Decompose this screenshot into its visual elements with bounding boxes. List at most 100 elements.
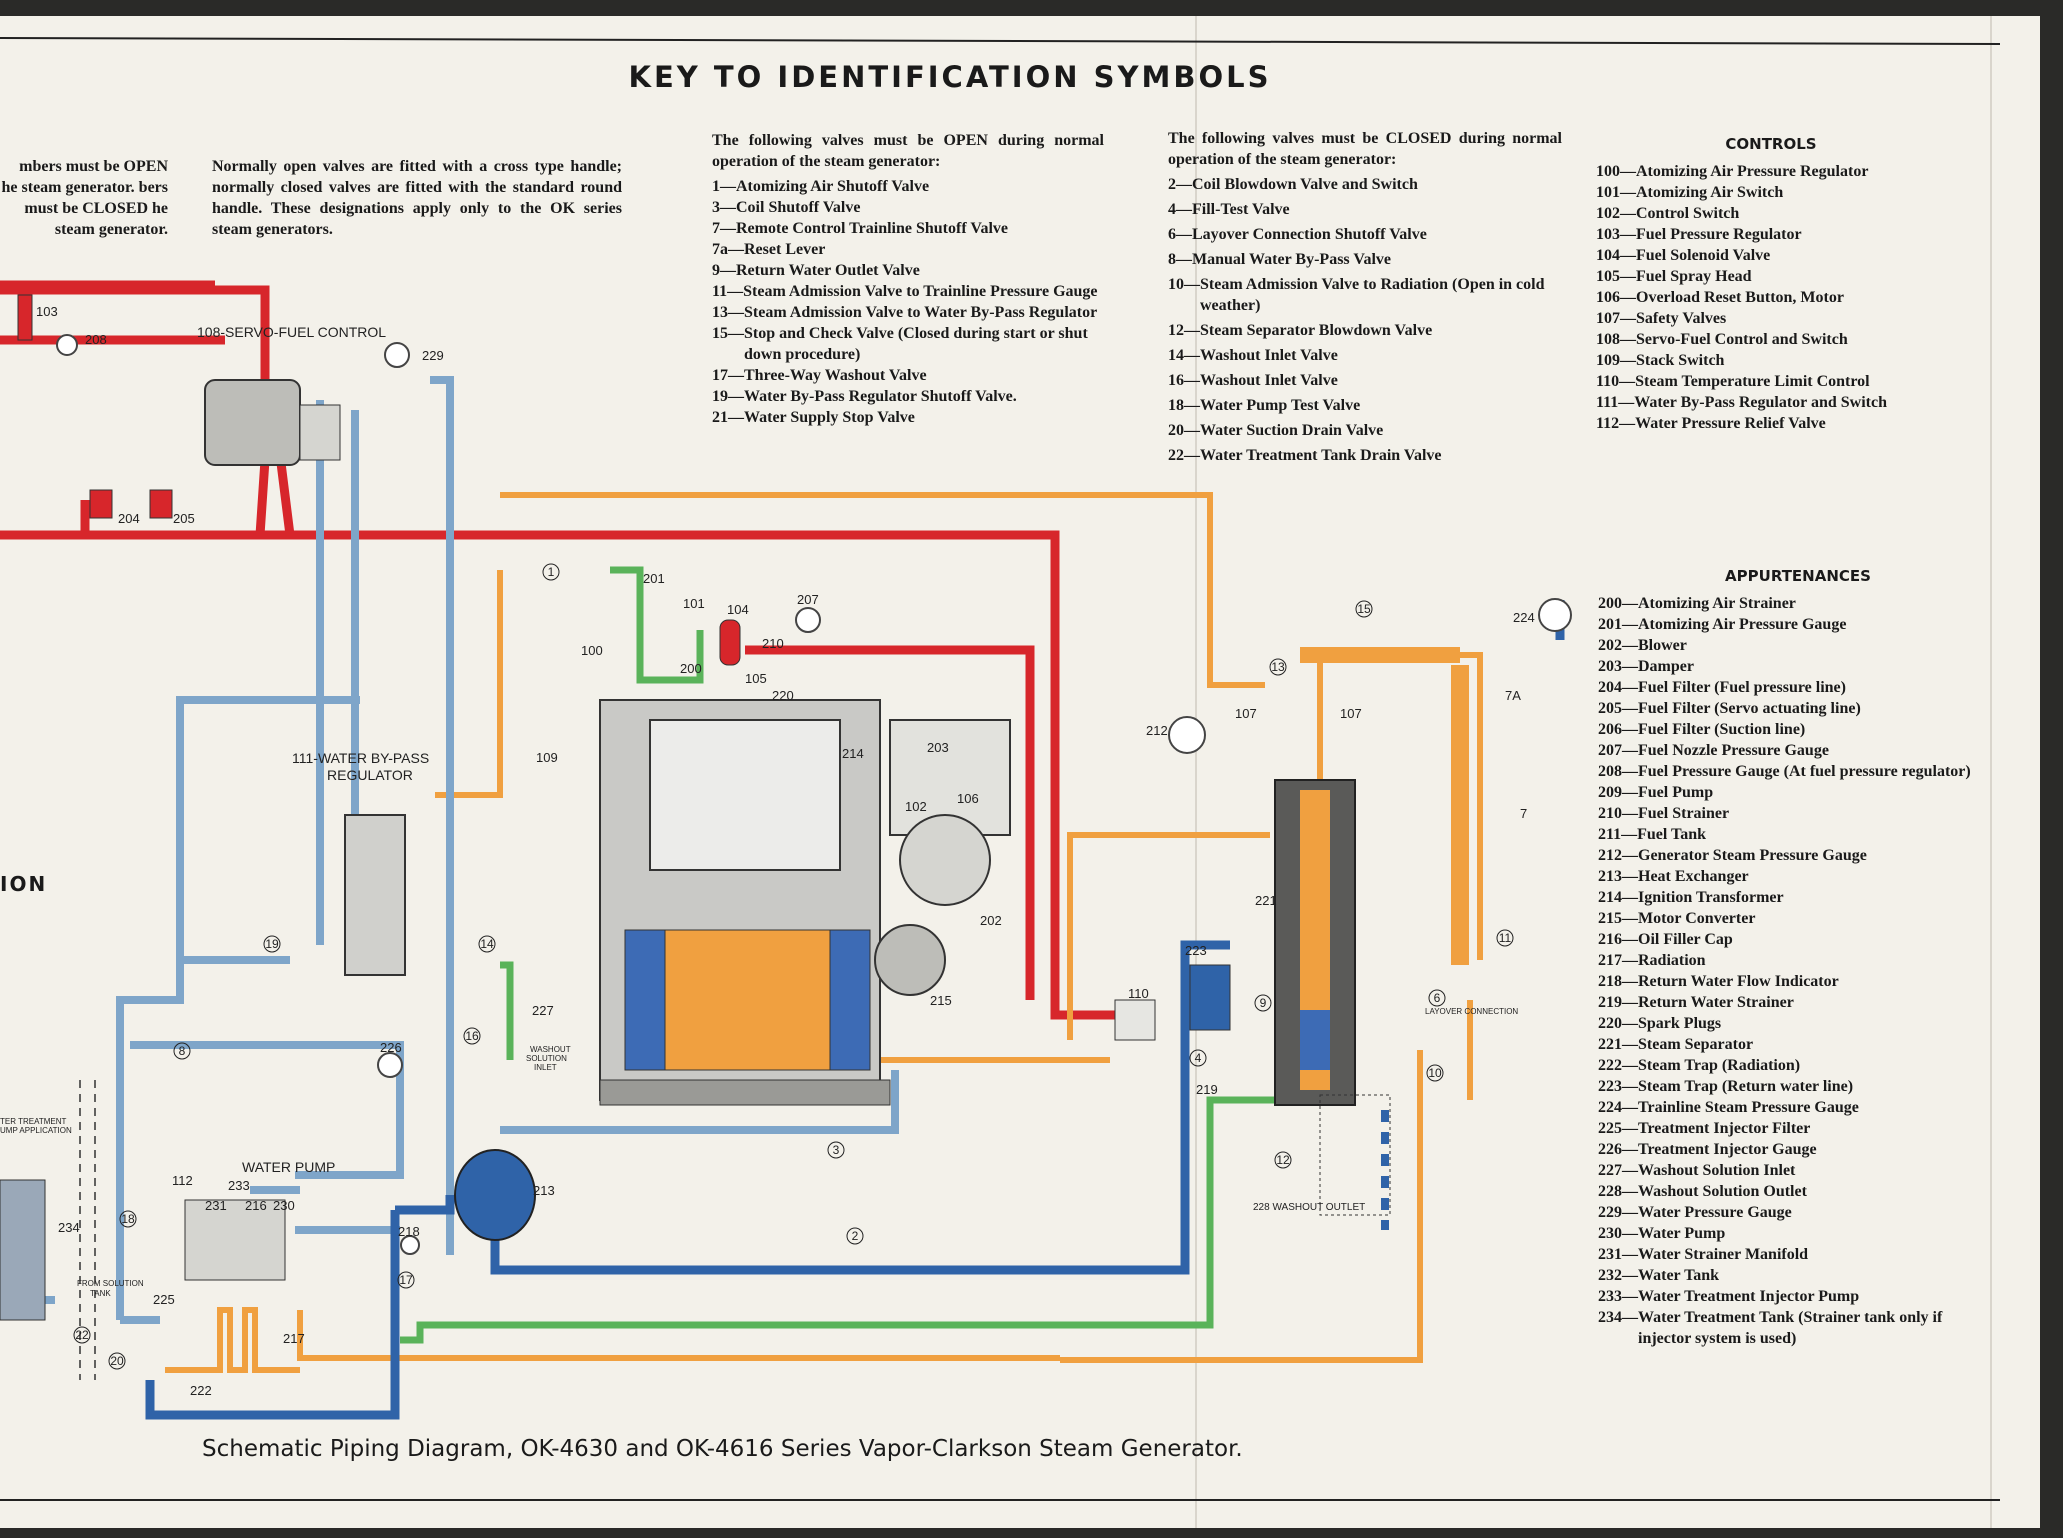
water-pump: [184, 1199, 286, 1281]
closed-valves-list: The following valves must be CLOSED duri…: [1168, 128, 1562, 466]
callout-221: 221: [1255, 893, 1277, 908]
callout-225: 225: [153, 1292, 175, 1307]
list-item: 210—Fuel Strainer: [1598, 805, 1730, 822]
controls-heading: CONTROLS: [1725, 135, 1817, 153]
svg-text:22: 22: [75, 1328, 89, 1342]
svg-text:13: 13: [1271, 660, 1285, 674]
list-item: 224—Trainline Steam Pressure Gauge: [1598, 1099, 1859, 1116]
callout-227: 227: [532, 1003, 554, 1018]
callout-210: 210: [762, 636, 784, 651]
treatment-2: UMP APPLICATION: [0, 1126, 72, 1135]
list-item: 108—Servo-Fuel Control and Switch: [1596, 331, 1848, 348]
diagram-caption: Schematic Piping Diagram, OK-4630 and OK…: [202, 1436, 1243, 1462]
callout-226: 226: [380, 1040, 402, 1055]
list-item: 204—Fuel Filter (Fuel pressure line): [1598, 679, 1846, 696]
list-item: 11—Steam Admission Valve to Trainline Pr…: [712, 283, 1098, 300]
valve-14: 14: [478, 935, 496, 953]
intro-note: Normally open valves are fitted with a c…: [212, 158, 622, 238]
list-item: 203—Damper: [1598, 658, 1694, 675]
list-item: 13—Steam Admission Valve to Water By-Pas…: [712, 304, 1098, 321]
valve-1: 1: [542, 563, 560, 581]
callout-217: 217: [283, 1331, 305, 1346]
list-item: 7a—Reset Lever: [712, 241, 826, 258]
list-item: 230—Water Pump: [1598, 1225, 1726, 1242]
callout-234: 234: [58, 1220, 80, 1235]
list-item: 110—Steam Temperature Limit Control: [1596, 373, 1870, 390]
callout-104: 104: [727, 602, 749, 617]
callout-110: 110: [1128, 986, 1149, 1001]
water-treatment-tank: [0, 1179, 46, 1321]
callout-231: 231: [205, 1198, 227, 1213]
callout-213: 213: [533, 1183, 555, 1198]
list-item: 217—Radiation: [1598, 952, 1706, 969]
list-item: 18—Water Pump Test Valve: [1168, 397, 1361, 414]
callout-224: 224: [1513, 610, 1535, 625]
valve-13: 13: [1269, 658, 1287, 676]
list-item: 17—Three-Way Washout Valve: [712, 367, 927, 384]
list-item: 102—Control Switch: [1596, 205, 1740, 222]
list-item: 16—Washout Inlet Valve: [1168, 372, 1338, 389]
valve-17: 17: [397, 1271, 415, 1289]
cut-section-label: ION: [0, 872, 48, 896]
washout-inlet-1: WASHOUT: [530, 1045, 571, 1054]
list-item: 220—Spark Plugs: [1598, 1015, 1722, 1032]
list-item: 202—Blower: [1598, 637, 1687, 654]
servo-fuel-control: [204, 379, 301, 466]
list-item: 223—Steam Trap (Return water line): [1598, 1078, 1854, 1095]
valve-6: 6: [1428, 989, 1446, 1007]
callout-numbers: 103 208 204 205 229 201 101 104 207 210 …: [36, 304, 1535, 1398]
callout-100: 100: [581, 643, 603, 658]
list-item: 106—Overload Reset Button, Motor: [1596, 289, 1844, 306]
valve-19: 19: [263, 935, 281, 953]
list-item: 15—Stop and Check Valve (Closed during s…: [712, 325, 1088, 363]
list-item: 112—Water Pressure Relief Valve: [1596, 415, 1826, 432]
svg-text:8: 8: [179, 1044, 186, 1058]
layover-label: LAYOVER CONNECTION: [1425, 1007, 1518, 1016]
list-item: 227—Washout Solution Inlet: [1598, 1162, 1796, 1179]
callout-103: 103: [36, 304, 58, 319]
list-item: 207—Fuel Nozzle Pressure Gauge: [1598, 742, 1829, 759]
svg-text:10: 10: [1428, 1066, 1442, 1080]
svg-text:12: 12: [1276, 1153, 1290, 1167]
list-item: 9—Return Water Outlet Valve: [712, 262, 920, 279]
callout-107: 107: [1235, 706, 1257, 721]
boiler-assembly: [599, 699, 1011, 1106]
svg-text:16: 16: [465, 1029, 479, 1043]
valve-2: 2: [846, 1227, 864, 1245]
svg-text:3: 3: [833, 1143, 840, 1157]
callout-202: 202: [980, 913, 1002, 928]
page-title: KEY TO IDENTIFICATION SYMBOLS: [628, 60, 1272, 94]
list-item: 221—Steam Separator: [1598, 1036, 1754, 1053]
list-item: 209—Fuel Pump: [1598, 784, 1714, 801]
list-item: 20—Water Suction Drain Valve: [1168, 422, 1384, 439]
callout-7: 7: [1520, 806, 1527, 821]
callout-222: 222: [190, 1383, 212, 1398]
list-item: 206—Fuel Filter (Suction line): [1598, 721, 1806, 738]
list-item: 105—Fuel Spray Head: [1596, 268, 1752, 285]
list-item: 213—Heat Exchanger: [1598, 868, 1749, 885]
intro-cut-text: mbers must be OPEN he steam generator. b…: [1, 158, 168, 238]
heat-exchanger: [454, 1149, 536, 1241]
svg-text:9: 9: [1260, 996, 1267, 1010]
svg-text:20: 20: [110, 1354, 124, 1368]
fuel-solenoid: [719, 619, 741, 666]
list-item: 12—Steam Separator Blowdown Valve: [1168, 322, 1433, 339]
list-item: 226—Treatment Injector Gauge: [1598, 1141, 1817, 1158]
callout-109: 109: [536, 750, 558, 765]
list-item: 218—Return Water Flow Indicator: [1598, 973, 1839, 990]
water-bypass-regulator: [344, 814, 406, 976]
svg-text:11: 11: [1499, 931, 1512, 945]
valve-22: 22: [73, 1326, 91, 1344]
small-labels: WASHOUT SOLUTION INLET 228 WASHOUT OUTLE…: [0, 1007, 1518, 1298]
list-item: 6—Layover Connection Shutoff Valve: [1168, 226, 1427, 243]
list-item: 229—Water Pressure Gauge: [1598, 1204, 1792, 1221]
list-item: 8—Manual Water By-Pass Valve: [1168, 251, 1391, 268]
valve-16: 16: [463, 1027, 481, 1045]
list-item: 233—Water Treatment Injector Pump: [1598, 1288, 1860, 1305]
washout-outlet: 228 WASHOUT OUTLET: [1253, 1202, 1365, 1213]
svg-text:18: 18: [121, 1212, 135, 1226]
callout-107b: 107: [1340, 706, 1362, 721]
valve-15: 15: [1355, 600, 1373, 618]
list-item: 22—Water Treatment Tank Drain Valve: [1168, 447, 1442, 464]
